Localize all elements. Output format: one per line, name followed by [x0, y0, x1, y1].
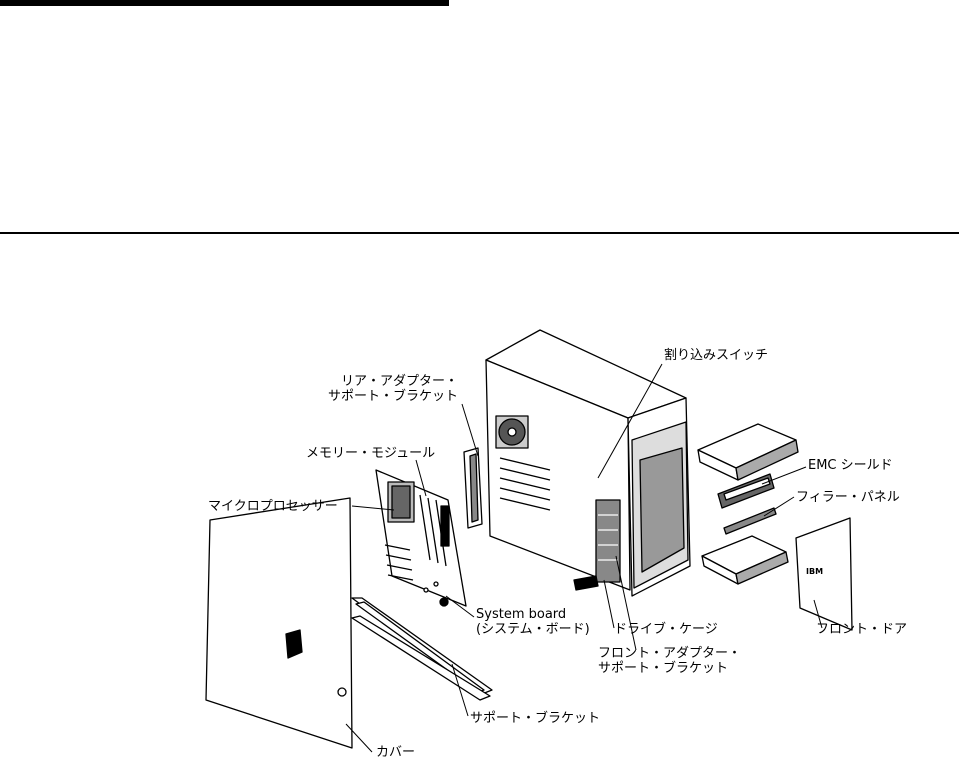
label-front-door: フロント・ドア — [816, 622, 908, 637]
label-emc-shield: EMC シールド — [808, 458, 893, 473]
leader-cover — [345, 723, 373, 753]
label-cover: カバー — [376, 745, 416, 760]
label-filler-panel: フィラー・パネル — [796, 490, 900, 505]
leader-microprocessor — [351, 505, 395, 511]
door-logo: IBM — [806, 567, 823, 576]
leader-filler — [763, 496, 795, 517]
system-board — [375, 469, 467, 607]
label-front-adapter-bracket: フロント・アダプター・ サポート・ブラケット — [598, 646, 741, 676]
label-rear-adapter-bracket: リア・アダプター・ サポート・ブラケット — [328, 374, 458, 404]
leader-interrupt-switch — [597, 363, 663, 479]
label-system-board-line1: System board — [476, 607, 567, 622]
label-rear-adapter-line1: リア・アダプター・ — [341, 374, 459, 389]
leader-memory — [415, 459, 427, 497]
leader-front-adapter — [615, 555, 637, 651]
section-divider — [0, 232, 959, 234]
label-system-board-line2: (システム・ボード) — [476, 622, 590, 637]
label-front-adapter-line1: フロント・アダプター・ — [598, 646, 742, 661]
lower-drive — [701, 535, 789, 585]
rear-adapter-bracket — [463, 447, 483, 529]
cover-panel — [205, 497, 353, 749]
optical-drive — [697, 423, 799, 481]
label-support-bracket: サポート・ブラケット — [470, 711, 601, 726]
leader-front-door — [813, 599, 823, 629]
chassis — [485, 329, 691, 597]
label-front-adapter-line2: サポート・ブラケット — [598, 661, 729, 676]
leader-emc — [761, 466, 807, 485]
label-interrupt-switch: 割り込みスイッチ — [664, 348, 769, 363]
front-door — [795, 517, 853, 631]
label-drive-cage: ドライブ・ケージ — [614, 622, 718, 637]
leader-support-bracket — [451, 663, 469, 717]
emc-shield — [717, 473, 775, 509]
header-bar — [0, 0, 449, 6]
label-rear-adapter-line2: サポート・ブラケット — [328, 389, 459, 404]
support-bracket — [351, 597, 493, 701]
label-memory-module: メモリー・モジュール — [306, 446, 436, 461]
label-microprocessor: マイクロプロセッサー — [208, 499, 338, 514]
leader-drive-cage — [603, 579, 615, 629]
filler-panel — [723, 507, 777, 535]
leader-rear-adapter — [461, 403, 479, 457]
label-system-board: System board (システム・ボード) — [476, 607, 590, 637]
leader-system-board — [445, 595, 475, 618]
